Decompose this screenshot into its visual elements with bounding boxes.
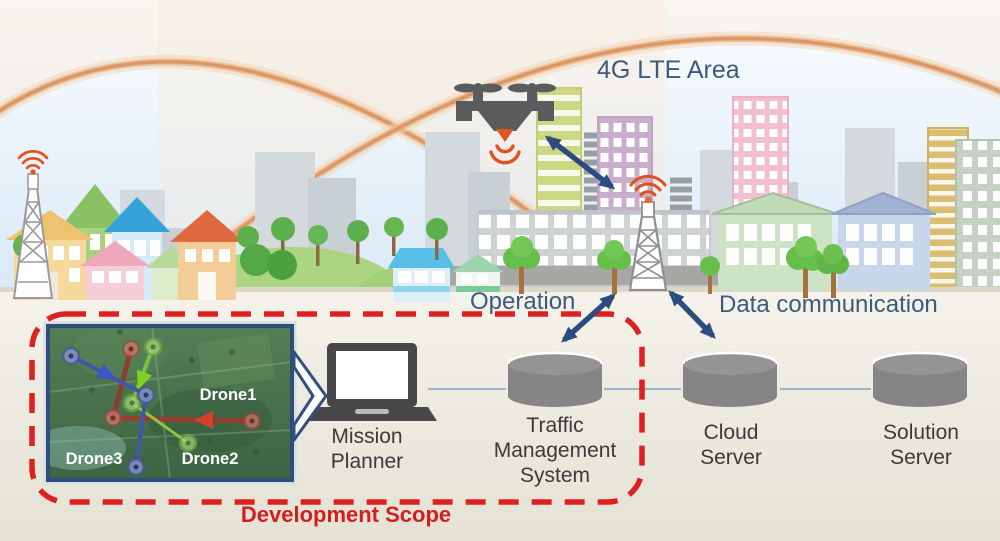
solution-server-database-icon bbox=[871, 351, 969, 407]
mission-planner-label: Mission Planner bbox=[330, 425, 404, 474]
wifi-signal-icon bbox=[17, 150, 49, 175]
drone3-label: Drone3 bbox=[66, 450, 123, 468]
drone3-path bbox=[61, 346, 156, 477]
wifi-signal-icon bbox=[489, 144, 521, 165]
drone2-label: Drone2 bbox=[182, 450, 239, 468]
residential-houses bbox=[6, 184, 504, 302]
data-communication-label: Data communication bbox=[719, 291, 938, 318]
solution-server-label: Solution Server bbox=[883, 421, 959, 470]
cell-tower-left bbox=[12, 150, 54, 299]
link-arrows bbox=[544, 135, 716, 343]
wifi-signal-icon bbox=[629, 174, 667, 204]
tms-database-icon bbox=[506, 351, 604, 407]
operation-label: Operation bbox=[470, 288, 576, 315]
development-scope-label: Development Scope bbox=[240, 502, 452, 527]
drone2-path bbox=[122, 337, 198, 453]
lte-area-label: 4G LTE Area bbox=[597, 56, 740, 84]
laptop-icon bbox=[307, 343, 437, 421]
development-scope-box bbox=[29, 311, 645, 505]
red-roof-house bbox=[170, 210, 244, 300]
pink-house bbox=[80, 241, 150, 300]
traffic-management-system-label: Traffic Management System bbox=[493, 414, 617, 488]
green-awning-shop bbox=[452, 254, 504, 302]
data-communication-arrow bbox=[668, 290, 716, 339]
operation-arrow bbox=[561, 293, 616, 343]
drone1-path bbox=[103, 339, 262, 431]
drone-lte-link-arrow bbox=[544, 135, 616, 190]
cloud-server-database-icon bbox=[681, 351, 779, 407]
cloud-server-label: Cloud Server bbox=[700, 421, 762, 470]
green-building bbox=[711, 191, 839, 290]
map-callout-pointer bbox=[292, 350, 328, 442]
sage-building bbox=[955, 139, 1000, 293]
map-inset: Drone1 Drone2 Drone3 bbox=[43, 321, 297, 485]
blue-shop bbox=[388, 248, 455, 302]
blue-building bbox=[831, 191, 937, 290]
drone-icon bbox=[454, 83, 556, 165]
cell-tower-center bbox=[628, 174, 668, 292]
drone1-label: Drone1 bbox=[200, 386, 257, 404]
